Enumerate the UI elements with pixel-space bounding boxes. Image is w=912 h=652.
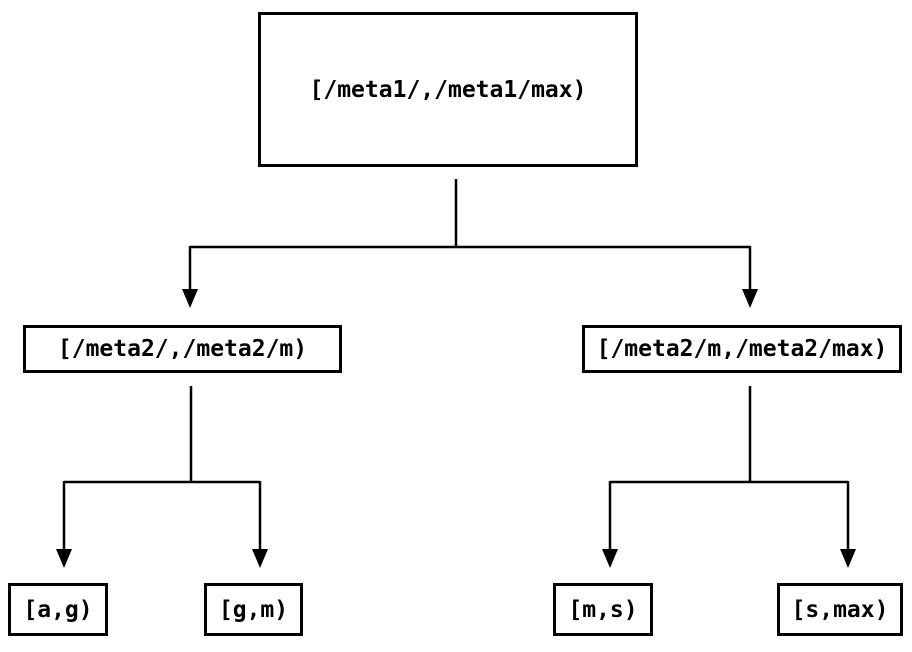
tree-node-right-child: [/meta2/m,/meta2/max) [582, 325, 902, 373]
edge-right-child-stem [610, 386, 848, 484]
arrowhead-leaf-ms-icon [602, 549, 618, 568]
tree-leaf-gm: [g,m) [204, 583, 303, 636]
arrowhead-leaf-ag-icon [56, 549, 72, 568]
tree-leaf-ms: [m,s) [553, 583, 653, 636]
tree-node-left-child: [/meta2/,/meta2/m) [23, 325, 342, 373]
tree-leaf-ms-label: [m,s) [568, 596, 638, 623]
edge-root-stem [190, 179, 750, 249]
tree-leaf-ag: [a,g) [8, 583, 108, 636]
tree-node-left-child-label: [/meta2/,/meta2/m) [57, 336, 308, 362]
arrowhead-right-child-icon [742, 289, 758, 308]
tree-leaf-smax-label: [s,max) [791, 596, 889, 623]
tree-node-root: [/meta1/,/meta1/max) [258, 12, 638, 167]
tree-node-right-child-label: [/meta2/m,/meta2/max) [596, 336, 888, 362]
arrowhead-left-child-icon [182, 289, 198, 308]
tree-leaf-ag-label: [a,g) [23, 596, 93, 623]
arrowhead-leaf-smax-icon [840, 549, 856, 568]
tree-node-root-label: [/meta1/,/meta1/max) [309, 76, 587, 103]
edge-left-child-stem [64, 386, 260, 484]
arrowhead-leaf-gm-icon [252, 549, 268, 568]
tree-leaf-smax: [s,max) [777, 583, 903, 636]
tree-leaf-gm-label: [g,m) [218, 596, 289, 623]
